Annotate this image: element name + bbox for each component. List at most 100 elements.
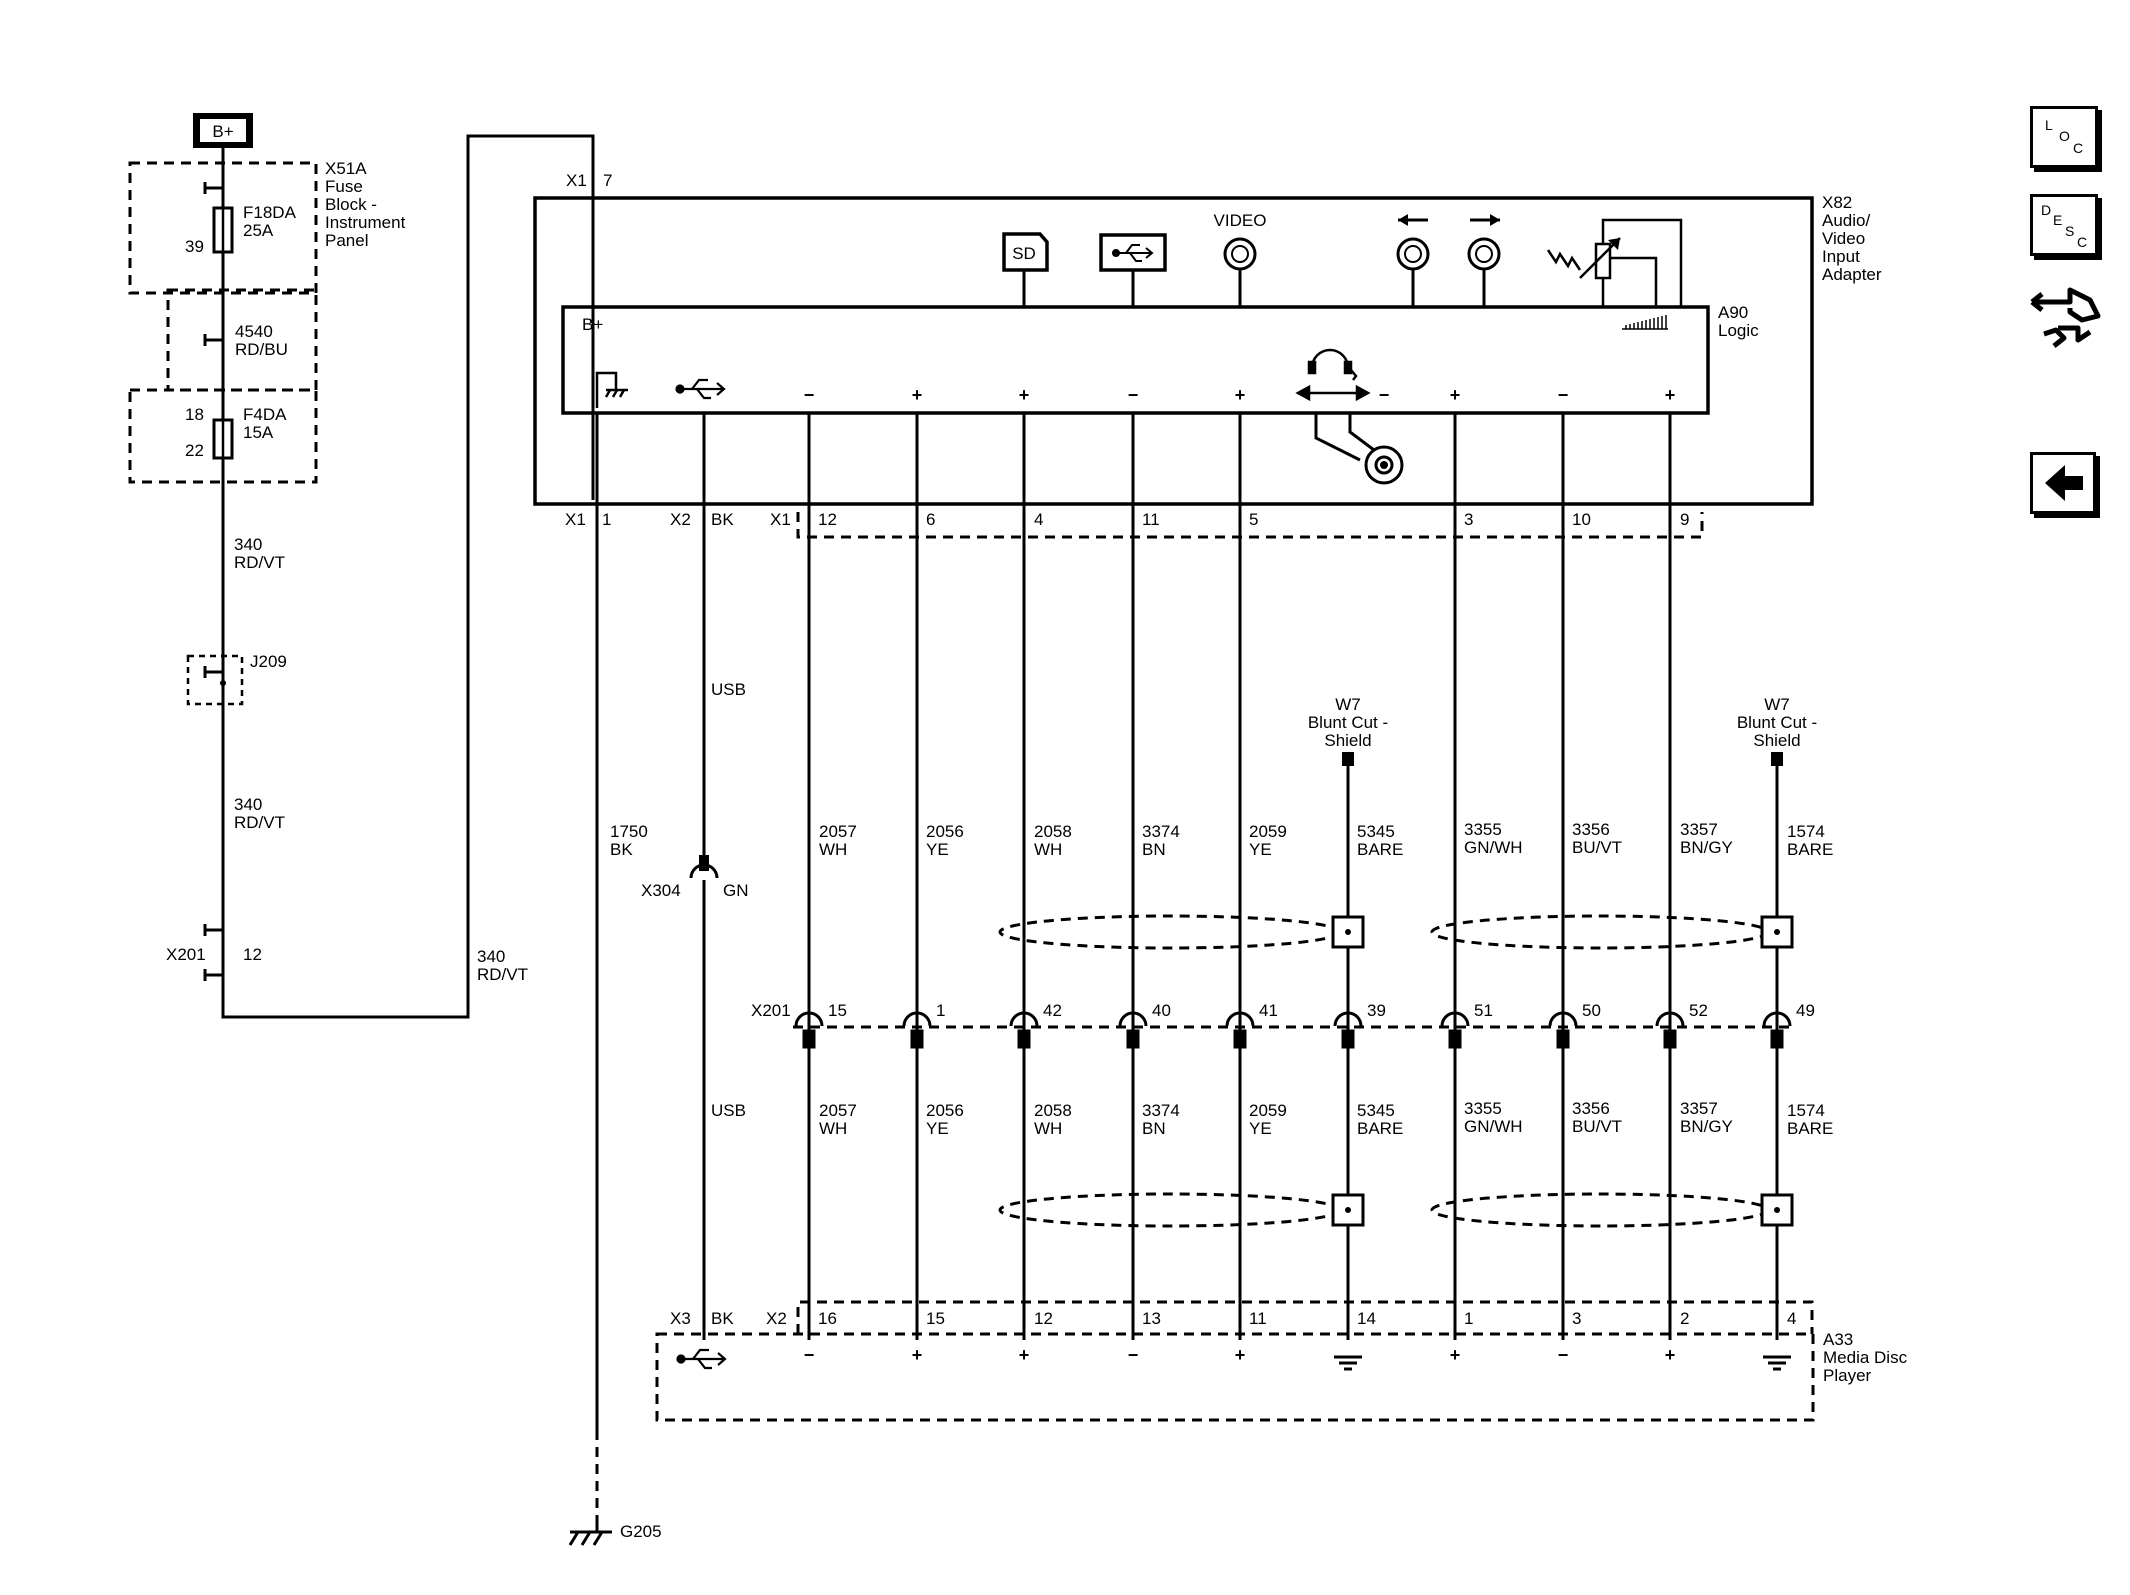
x82-x1-connector-outline xyxy=(796,512,1704,539)
usb-symbol-icon xyxy=(1112,244,1154,262)
a90-term-2: + xyxy=(912,385,923,405)
x201-pin-6: 39 xyxy=(1367,1001,1386,1020)
a33-term-5: + xyxy=(1235,1345,1246,1365)
x82-pin-1: 12 xyxy=(818,510,837,529)
fuse2-rating: 15A xyxy=(243,423,274,442)
desc-letter-e: E xyxy=(2053,212,2063,228)
back-button[interactable] xyxy=(2030,452,2096,514)
connector-view-button[interactable] xyxy=(2028,280,2104,352)
a33-pin-3: 12 xyxy=(1034,1309,1053,1328)
a33-term-8: + xyxy=(1665,1345,1676,1365)
a33-term-3: + xyxy=(1019,1345,1030,1365)
wu-2-c: 2056 xyxy=(926,822,964,841)
sd-label: SD xyxy=(1012,244,1036,263)
x201-left-pin: 12 xyxy=(243,945,262,964)
wu-10-k: BARE xyxy=(1787,840,1833,859)
wire-4540-circuit: 4540 xyxy=(235,322,273,341)
fuse2-name: F4DA xyxy=(243,405,287,424)
wu-1-k: WH xyxy=(819,840,847,859)
fuse-block-name-2: Block - xyxy=(325,195,377,214)
wl-10-k: BARE xyxy=(1787,1119,1833,1138)
x201-pin-5: 41 xyxy=(1259,1001,1278,1020)
fuse-f4da: F4DA 15A 18 22 xyxy=(128,388,318,660)
x82-pin-6: 3 xyxy=(1464,510,1473,529)
wu-9-c: 3357 xyxy=(1680,820,1718,839)
shield2-line2: Shield xyxy=(1753,731,1800,750)
g205-label: G205 xyxy=(620,1522,662,1541)
fuse1-rating: 25A xyxy=(243,221,274,240)
x201-left-upper xyxy=(203,920,225,936)
module-x82: X82 Audio/ Video Input Adapter SD VIDEO xyxy=(533,193,1882,506)
loc-letter-o: O xyxy=(2059,128,2070,144)
shield2-line1: Blunt Cut - xyxy=(1737,713,1817,732)
a33-term-6: + xyxy=(1450,1345,1461,1365)
wu-3-c: 2058 xyxy=(1034,822,1072,841)
volume-level-icon xyxy=(1622,315,1668,330)
a90-name: Logic xyxy=(1718,321,1759,340)
a33-pin-6: 14 xyxy=(1357,1309,1376,1328)
x201-left-lower xyxy=(203,969,225,985)
volume-potentiometer-icon xyxy=(1546,218,1683,307)
wl-1-k: WH xyxy=(819,1119,847,1138)
back-arrow-icon xyxy=(2045,465,2083,501)
a90-term-7: + xyxy=(1450,385,1461,405)
x201-pin-7: 51 xyxy=(1474,1001,1493,1020)
wu-5-c: 2059 xyxy=(1249,822,1287,841)
wu-2-k: YE xyxy=(926,840,949,859)
shield-ground-icon xyxy=(1334,1355,1791,1371)
fuse2-pin-out: 22 xyxy=(185,441,204,460)
a33-ref: A33 xyxy=(1823,1330,1853,1349)
a90-term-6: − xyxy=(1379,385,1390,405)
fuse-connector-symbol xyxy=(203,178,225,194)
desc-letter-d: D xyxy=(2041,202,2052,218)
wire-340a-color: RD/VT xyxy=(234,553,285,572)
wire-labels-upper: 2057 WH 2056 YE 2058 WH 3374 BN 2059 YE … xyxy=(819,820,1833,859)
bplus-label: B+ xyxy=(212,122,233,141)
x82-pin-4: 11 xyxy=(1142,510,1160,529)
a90-terminals: − + + − + − + − + xyxy=(804,385,1676,405)
a33-connectors: X3 BK X2 16 15 12 13 11 14 1 3 2 4 xyxy=(670,1300,1814,1334)
a33-pin-1: 16 xyxy=(818,1309,837,1328)
a90-ref: A90 xyxy=(1718,303,1748,322)
x82-name-2: Video xyxy=(1822,229,1865,248)
video-jack-icon xyxy=(1223,237,1257,271)
wire-labels-lower: 2057 WH 2056 YE 2058 WH 3374 BN 2059 YE … xyxy=(819,1099,1833,1138)
a90-term-5: + xyxy=(1235,385,1246,405)
wu-4-c: 3374 xyxy=(1142,822,1180,841)
audio-jack-right-icon xyxy=(1467,214,1501,307)
relay-connector-symbol xyxy=(203,330,225,346)
ground-wire-circuit: 1750 xyxy=(610,822,648,841)
wire-340c-color: RD/VT xyxy=(477,965,528,984)
wl-2-k: YE xyxy=(926,1119,949,1138)
x201-left-ref: X201 xyxy=(166,945,206,964)
usb-label-upper: USB xyxy=(711,680,746,699)
shield1-line1: Blunt Cut - xyxy=(1308,713,1388,732)
a33-outline xyxy=(655,1332,1815,1422)
audio-jack-left-icon xyxy=(1396,214,1430,307)
wl-7-c: 3355 xyxy=(1464,1099,1502,1118)
ground-wire-color: BK xyxy=(610,840,633,859)
fuse-block-name-3: Instrument xyxy=(325,213,406,232)
shield-bundles-upper xyxy=(998,914,1794,950)
fuse1-name: F18DA xyxy=(243,203,297,222)
wu-7-k: GN/WH xyxy=(1464,838,1523,857)
loc-button[interactable]: L O C xyxy=(2030,106,2098,168)
desc-button[interactable]: D E S C xyxy=(2030,194,2098,256)
a33-name-1: Media Disc xyxy=(1823,1348,1908,1367)
x82-x2-color: BK xyxy=(711,510,734,529)
x1-top-ref: X1 xyxy=(566,171,587,190)
wu-6-k: BARE xyxy=(1357,840,1403,859)
splice-j209-label: J209 xyxy=(250,652,287,671)
x82-x1-left: X1 xyxy=(565,510,586,529)
wu-8-c: 3356 xyxy=(1572,820,1610,839)
shield2-ref: W7 xyxy=(1764,695,1790,714)
x201-pin-9: 52 xyxy=(1689,1001,1708,1020)
chassis-ground-icon xyxy=(595,371,628,408)
wire-340-route xyxy=(221,134,595,1019)
x82-outline xyxy=(533,196,1814,506)
x82-x2: X2 xyxy=(670,510,691,529)
x201-mid-ref: X201 xyxy=(751,1001,791,1020)
sd-card-icon xyxy=(1002,232,1049,272)
a90-term-1: − xyxy=(804,385,815,405)
a33-name-2: Player xyxy=(1823,1366,1872,1385)
